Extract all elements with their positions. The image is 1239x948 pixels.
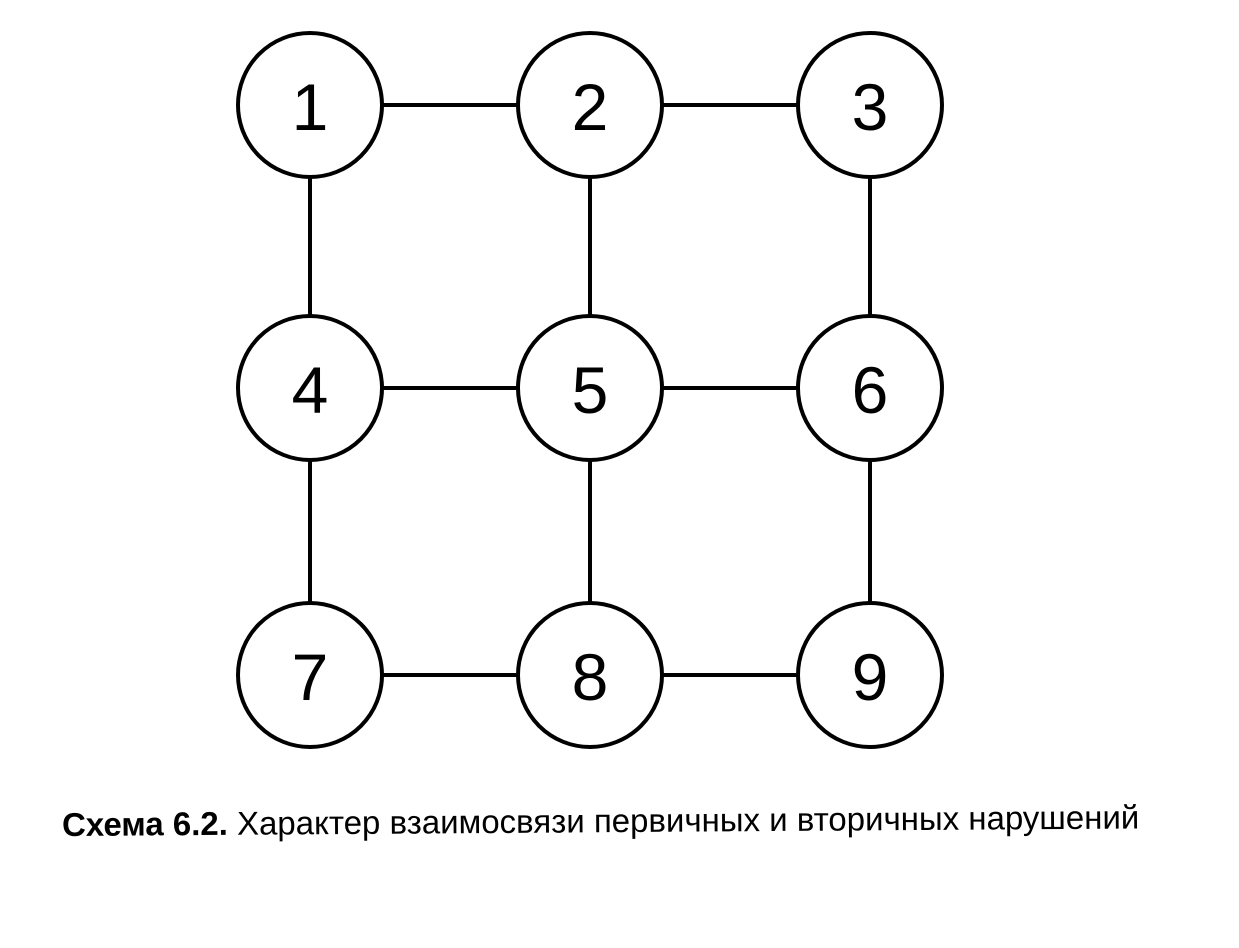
node-1: 1	[236, 31, 384, 179]
node-circle	[236, 314, 384, 462]
node-8: 8	[516, 601, 664, 749]
node-label: 4	[292, 353, 329, 427]
node-label: 7	[292, 640, 329, 714]
diagram-nodes: 1 2 3 4 5 6 7 8 9	[236, 31, 944, 749]
node-3: 3	[796, 31, 944, 179]
node-circle	[796, 601, 944, 749]
node-circle	[796, 31, 944, 179]
node-circle	[236, 601, 384, 749]
node-label: 3	[852, 70, 889, 144]
node-label: 1	[292, 70, 329, 144]
node-4: 4	[236, 314, 384, 462]
node-9: 9	[796, 601, 944, 749]
node-label: 9	[852, 640, 889, 714]
node-circle	[516, 31, 664, 179]
node-2: 2	[516, 31, 664, 179]
node-circle	[236, 31, 384, 179]
node-circle	[516, 314, 664, 462]
figure-caption: Схема 6.2. Характер взаимосвязи первичны…	[62, 798, 1140, 844]
node-6: 6	[796, 314, 944, 462]
node-label: 2	[572, 70, 609, 144]
node-label: 5	[572, 353, 609, 427]
caption-text: Характер взаимосвязи первичных и вторичн…	[236, 798, 1140, 842]
caption-prefix: Схема 6.2.	[61, 804, 228, 843]
node-7: 7	[236, 601, 384, 749]
node-circle	[796, 314, 944, 462]
node-circle	[516, 601, 664, 749]
node-label: 6	[852, 353, 889, 427]
node-label: 8	[572, 640, 609, 714]
node-5: 5	[516, 314, 664, 462]
